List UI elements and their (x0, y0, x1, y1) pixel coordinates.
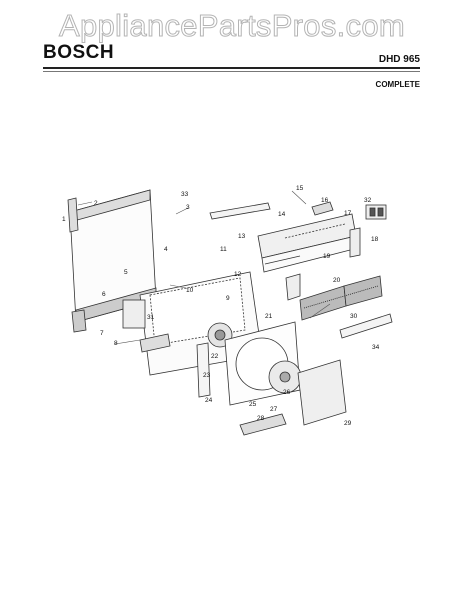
callout-22: 22 (211, 353, 219, 360)
callout-1: 1 (62, 216, 66, 223)
callout-2: 2 (94, 200, 98, 207)
part-21-bracket (285, 273, 301, 301)
callout-10: 10 (186, 287, 194, 294)
part-16-switch (311, 201, 334, 216)
callout-11: 11 (220, 246, 227, 253)
callout-28: 28 (257, 415, 265, 422)
callout-29: 29 (344, 420, 352, 427)
part-31-board (122, 299, 146, 329)
part-33-strip (209, 202, 271, 220)
callout-12: 12 (234, 271, 242, 278)
part-7-clip (71, 309, 87, 333)
callout-18: 18 (371, 236, 379, 243)
callout-24: 24 (205, 397, 213, 404)
callout-17: 17 (344, 210, 352, 217)
callout-30: 30 (350, 313, 358, 320)
callout-9: 9 (226, 295, 230, 302)
part-34-bar (339, 313, 393, 339)
part-8-bracket (139, 333, 171, 353)
brand-logo: BOSCH (43, 42, 115, 63)
callout-27: 27 (270, 406, 278, 413)
part-18-bracket (349, 227, 361, 258)
callout-26: 26 (283, 389, 291, 396)
callout-32: 32 (364, 197, 372, 204)
model-number: DHD 965 (378, 54, 420, 65)
callout-13: 13 (238, 233, 246, 240)
leader-lines (77, 190, 331, 345)
callout-8: 8 (114, 340, 118, 347)
part-28-base (239, 413, 287, 436)
part-1-bracket (67, 197, 79, 233)
part-29-cover-panel (297, 359, 347, 426)
callout-3: 3 (186, 204, 190, 211)
callout-14: 14 (278, 211, 286, 218)
part-23-strip (196, 342, 211, 398)
callout-5: 5 (124, 269, 128, 276)
callout-20: 20 (333, 277, 341, 284)
callout-6: 6 (102, 291, 106, 298)
callout-34: 34 (372, 344, 380, 351)
callout-4: 4 (164, 246, 168, 253)
diagram-subtitle: COMPLETE (375, 80, 420, 89)
callout-15: 15 (296, 185, 304, 192)
callout-7: 7 (100, 330, 104, 337)
callout-19: 19 (323, 253, 331, 260)
callout-31: 31 (147, 314, 155, 321)
callout-16: 16 (321, 197, 329, 204)
callout-23: 23 (203, 372, 211, 379)
callout-21: 21 (265, 313, 273, 320)
callout-25: 25 (249, 401, 257, 408)
callout-labels: 33 15 16 17 32 14 13 18 11 12 19 20 21 2… (62, 185, 380, 427)
part-20-grille-left (299, 285, 347, 321)
callout-33: 33 (181, 191, 189, 198)
header-rule-thin (43, 71, 420, 72)
header-rule (43, 67, 420, 69)
watermark-logo: AppliancePartsPros.com (58, 8, 406, 44)
part-20-grille-right (343, 275, 383, 307)
